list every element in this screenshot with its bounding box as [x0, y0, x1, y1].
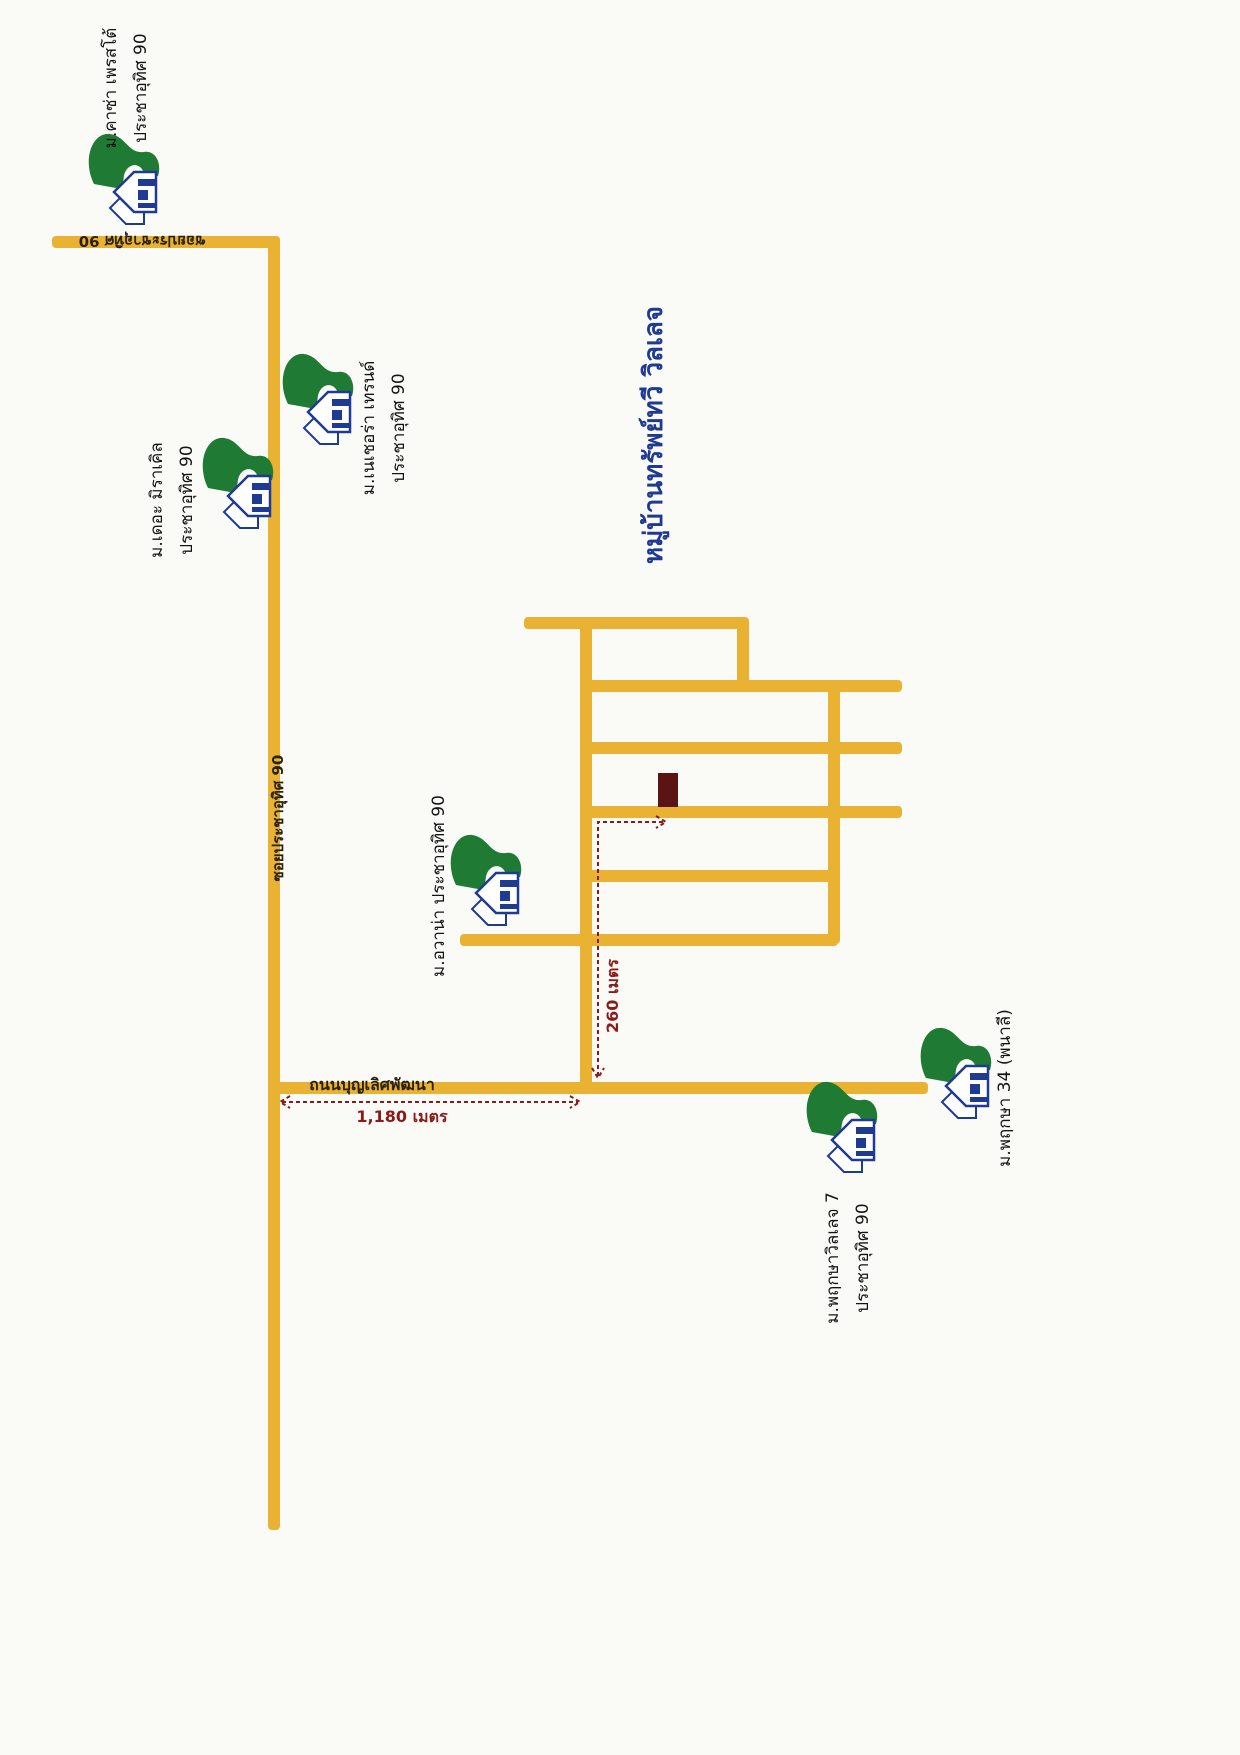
road-village-inner-1	[586, 870, 836, 882]
landmark-casa-presto: ม.คาซ่า เพรสโต้ ประชาอุทิศ 90	[87, 28, 161, 226]
road-village-top-right-stub	[737, 617, 749, 687]
road-network	[52, 236, 928, 1530]
road-village-entrance	[580, 622, 592, 1094]
village-house-icon	[281, 352, 355, 446]
landmark-pruksa-34: ม.พฤกษา 34 (พนาลี)	[919, 1009, 1015, 1167]
landmark-label-line2: ประชาอุทิศ 90	[177, 445, 197, 554]
landmark-label-line1: ม.เนเชอร่า เทรนด์	[359, 361, 379, 496]
landmark-label-line1: ม.คาซ่า เพรสโต้	[100, 28, 121, 149]
road-soi-prachauthit-90-main	[268, 236, 280, 1530]
village-title: หมู่บ้านทรัพย์ทวี วิลเลจ	[638, 306, 670, 564]
road-label-soi-main: ซอยประชาอุทิศ 90	[269, 755, 288, 882]
landmark-label-line1: ม.พฤกษาวิลเลจ 7	[823, 1192, 843, 1324]
road-village-inner-top	[524, 617, 746, 629]
landmark-pruksa-village-7: ม.พฤกษาวิลเลจ 7 ประชาอุทิศ 90	[805, 1080, 879, 1324]
village-house-icon	[449, 833, 523, 927]
target-plot-marker	[658, 773, 678, 807]
village-house-icon	[201, 436, 275, 530]
landmark-label-line1: ม.เดอะ มิราเคิล	[147, 442, 167, 558]
distance-indicator-vertical: 260 เมตร	[591, 815, 668, 1080]
landmark-label-line1: ม.อวาน่า ประชาอุทิศ 90	[429, 795, 449, 977]
road-soi-prachauthit-90-top	[52, 236, 280, 248]
road-village-inner-2	[586, 806, 902, 818]
road-boonlert-phatthana	[268, 1082, 928, 1094]
distance-label-1180m: 1,180 เมตร	[356, 1107, 448, 1126]
landmark-the-miracle: ม.เดอะ มิราเคิล ประชาอุทิศ 90	[147, 436, 275, 558]
village-house-icon	[87, 132, 161, 226]
landmark-nature-trend: ม.เนเชอร่า เทรนด์ ประชาอุทิศ 90	[281, 352, 409, 496]
road-label-soi-top: ซอยประชาอุทิศ 90	[79, 231, 206, 250]
landmark-label-line1: ม.พฤกษา 34 (พนาลี)	[995, 1009, 1015, 1167]
distance-indicator-horizontal: 1,180 เมตร	[278, 1095, 582, 1126]
landmark-avana: ม.อวาน่า ประชาอุทิศ 90	[429, 795, 523, 977]
village-house-icon	[919, 1026, 993, 1120]
landmark-label-line2: ประชาอุทิศ 90	[389, 373, 409, 482]
road-village-inner-3	[586, 742, 902, 754]
landmark-label-line2: ประชาอุทิศ 90	[853, 1203, 873, 1312]
road-label-boonlert: ถนนบุญเลิศพัฒนา	[309, 1075, 435, 1095]
road-village-right-vertical	[828, 686, 840, 944]
road-village-inner-bottom	[460, 934, 838, 946]
village-house-icon	[805, 1080, 879, 1174]
distance-label-260m: 260 เมตร	[603, 959, 622, 1033]
landmark-label-line2: ประชาอุทิศ 90	[131, 33, 151, 142]
